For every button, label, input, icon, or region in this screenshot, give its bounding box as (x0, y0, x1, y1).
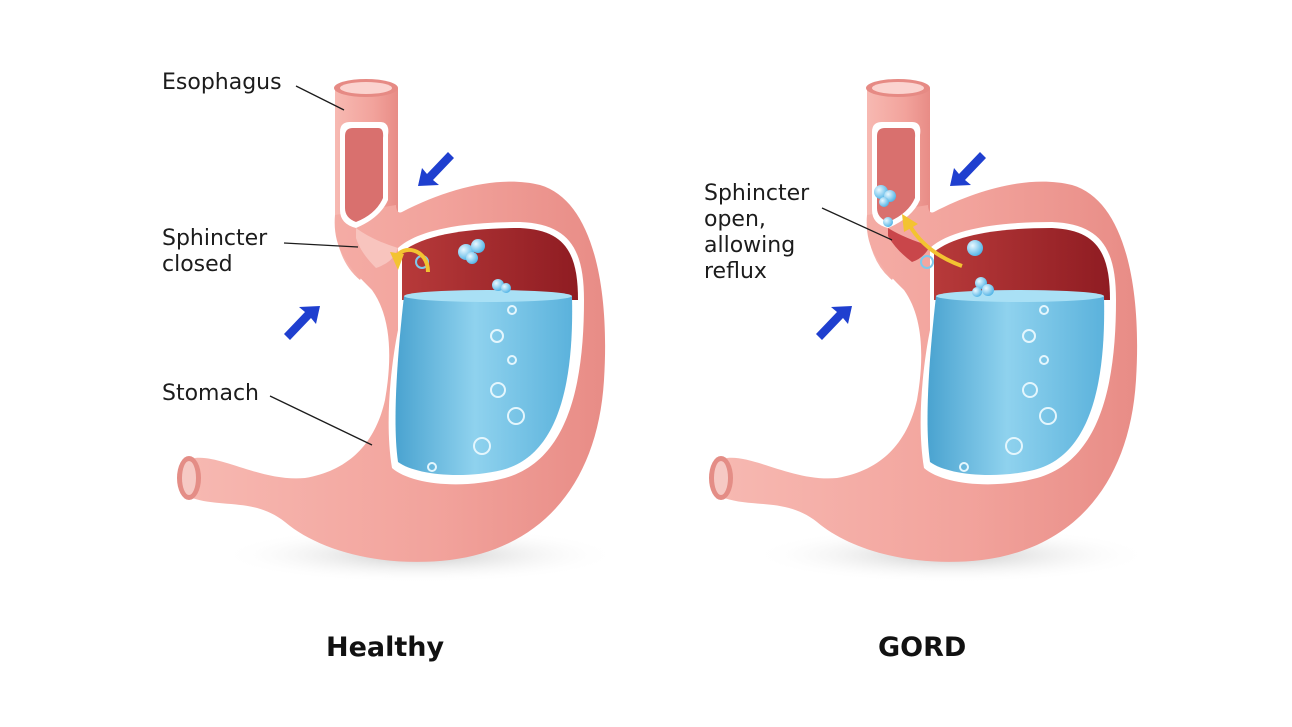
gord-caption: GORD (878, 632, 967, 663)
pressure-arrow-icon (950, 152, 986, 186)
stomach-leader-line (269, 395, 373, 446)
esophagus-label: Esophagus (162, 70, 282, 95)
healthy-stomach-illustration (176, 78, 621, 584)
reflux-leader-line (821, 207, 893, 241)
gord-stomach-illustration (708, 78, 1153, 584)
sphincter-open-label: Sphincter open, allowing reflux (704, 181, 810, 284)
flow-arrow-icon (902, 214, 963, 268)
stomach-label: Stomach (162, 381, 260, 406)
flow-arrow-icon (390, 248, 430, 273)
sphincter-closed-label: Sphincter closed (162, 226, 268, 277)
sphincter-leader-line (283, 242, 359, 248)
pressure-arrow-icon (816, 306, 852, 340)
esophagus-leader-line (295, 85, 345, 111)
pressure-arrow-icon (284, 306, 320, 340)
healthy-caption: Healthy (326, 632, 445, 663)
pressure-arrow-icon (418, 152, 454, 186)
